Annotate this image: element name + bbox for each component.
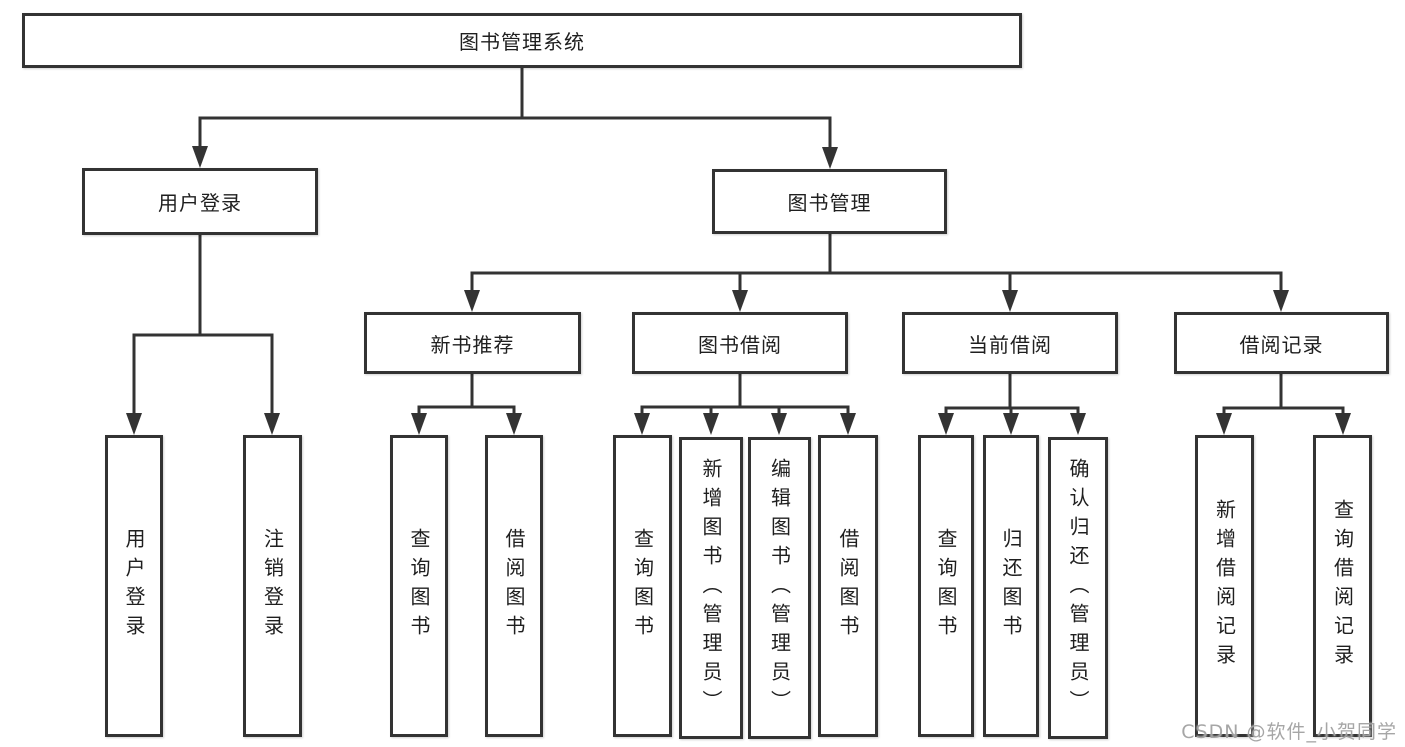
leaf-logout: 注销登录 xyxy=(243,435,302,737)
node-borrow-records: 借阅记录 xyxy=(1174,312,1389,374)
leaf-query-borrow-record-label: 查询借阅记录 xyxy=(1330,499,1355,673)
node-book-management: 图书管理 xyxy=(712,169,947,234)
node-root: 图书管理系统 xyxy=(22,13,1022,68)
connector-currentborrow-to-leaves xyxy=(938,374,1086,435)
leaf-query-books-current-label: 查询图书 xyxy=(934,528,958,644)
leaf-borrow-books: 借阅图书 xyxy=(818,435,878,737)
leaf-add-book-admin-label: 新增图书（管理员） xyxy=(699,457,723,719)
leaf-borrow-books-recommend-label: 借阅图书 xyxy=(502,528,526,644)
leaf-confirm-return-admin-label: 确认归还（管理员） xyxy=(1066,457,1090,719)
leaf-query-books-borrow: 查询图书 xyxy=(613,435,672,737)
leaf-query-books-recommend: 查询图书 xyxy=(390,435,448,737)
leaf-edit-book-admin-label: 编辑图书（管理员） xyxy=(767,457,792,719)
leaf-return-book-label: 归还图书 xyxy=(999,528,1023,644)
node-user-login: 用户登录 xyxy=(82,168,318,235)
leaf-borrow-books-recommend: 借阅图书 xyxy=(485,435,543,737)
leaf-add-borrow-record-label: 新增借阅记录 xyxy=(1212,499,1237,673)
leaf-user-login-label: 用户登录 xyxy=(122,528,146,644)
connector-borrowrecords-to-leaves xyxy=(1216,374,1351,435)
connector-root-to-level2 xyxy=(192,68,838,169)
leaf-logout-label: 注销登录 xyxy=(260,528,285,644)
leaf-query-books-borrow-label: 查询图书 xyxy=(630,528,655,644)
connector-bookborrow-to-leaves xyxy=(634,374,856,435)
connector-userlogin-to-leaves xyxy=(126,235,280,435)
leaf-query-borrow-record: 查询借阅记录 xyxy=(1313,435,1372,737)
leaf-confirm-return-admin: 确认归还（管理员） xyxy=(1048,437,1108,739)
node-current-borrow: 当前借阅 xyxy=(902,312,1118,374)
leaf-add-book-admin: 新增图书（管理员） xyxy=(679,437,743,739)
csdn-watermark: CSDN @软件_小贺同学 xyxy=(1181,721,1397,743)
leaf-add-borrow-record: 新增借阅记录 xyxy=(1195,435,1254,737)
leaf-user-login: 用户登录 xyxy=(105,435,163,737)
leaf-query-books-recommend-label: 查询图书 xyxy=(407,528,431,644)
leaf-edit-book-admin: 编辑图书（管理员） xyxy=(748,437,811,739)
connector-newbook-to-leaves xyxy=(411,374,522,435)
node-book-borrow: 图书借阅 xyxy=(632,312,848,374)
leaf-borrow-books-label: 借阅图书 xyxy=(836,528,860,644)
leaf-return-book: 归还图书 xyxy=(983,435,1039,737)
node-new-book-recommend: 新书推荐 xyxy=(364,312,581,374)
connector-bookmgmt-to-level3 xyxy=(464,234,1289,312)
leaf-query-books-current: 查询图书 xyxy=(918,435,974,737)
